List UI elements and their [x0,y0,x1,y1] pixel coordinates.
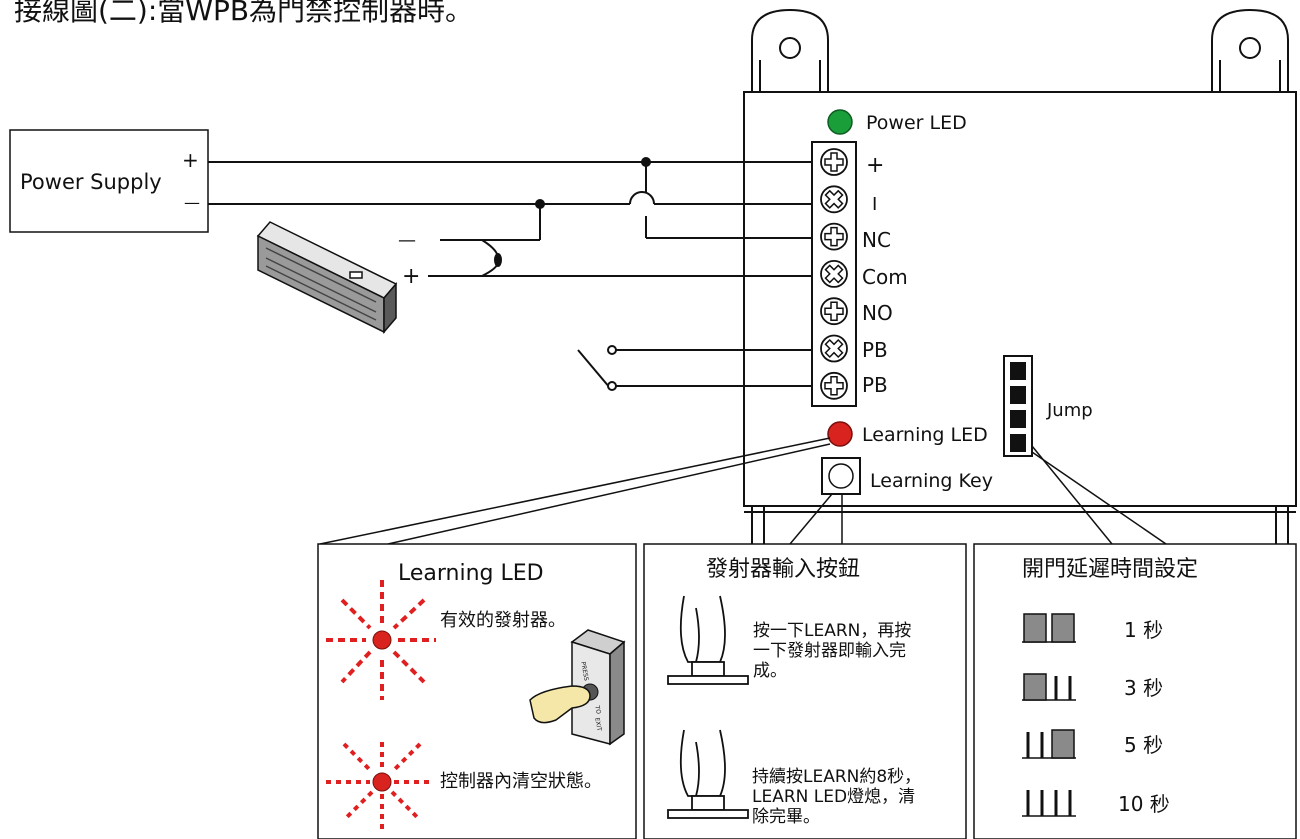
delay-option-1s: 1 秒 [1124,618,1163,642]
panel-door-delay-title: 開門延遲時間設定 [1022,557,1198,582]
learning-led-clear-icon [372,772,392,792]
jumper-setting-3s-icon [1022,673,1076,701]
jumper-setting-5s-icon [1022,729,1076,759]
callout-lines [319,437,1167,545]
exit-button-text-to: TO [593,704,602,715]
mounting-ear-right [1211,8,1289,92]
exit-button-illustration: PRESS TO EXIT [529,629,626,746]
terminal-screw [820,148,848,176]
terminal-label-plus: + [866,153,884,178]
learning-key-button[interactable] [828,463,854,489]
delay-option-10s: 10 秒 [1118,792,1170,816]
exit-button-text-exit: EXIT [593,717,602,732]
learning-led-label: Learning LED [862,424,988,446]
terminal-label-pb1: PB [862,338,888,362]
power-supply-minus: — [184,193,200,212]
terminal-screws [820,148,848,400]
delay-option-3s: 3 秒 [1124,676,1163,700]
jumper-setting-1s-icon [1022,613,1076,643]
terminal-screw [820,371,848,400]
step2-line2: LEARN LED燈熄，清 [752,787,915,807]
push-button-contacts [607,345,617,391]
mounting-ear-left [751,8,829,92]
step2-line3: 除完畢。 [752,807,820,827]
panel-transmitter-input-title: 發射器輸入按鈕 [706,557,860,582]
learning-key-label: Learning Key [870,470,993,492]
step1-line2: 一下發射器即輸入完 [753,641,906,661]
terminal-screw [820,185,848,214]
controller-bottom-rails [744,506,1296,545]
terminal-screw [820,259,848,288]
terminal-screw [820,297,848,326]
terminal-label-minus: I [872,194,877,215]
step1-line3: 成。 [753,661,787,681]
power-supply-box [9,129,209,233]
finger-press-icon-2 [667,729,749,819]
terminal-screw [820,222,848,251]
lock-wire-minus: — [398,230,416,251]
jump-label: Jump [1046,400,1093,421]
magnetic-lock-image [256,221,398,335]
terminal-label-com: Com [862,265,908,289]
step2-line1: 持續按LEARN約8秒， [752,767,921,787]
terminal-label-pb2: PB [862,373,888,397]
flash-icon-clear [326,742,434,832]
learning-led [827,421,853,447]
exit-button-text-press: PRESS [579,661,589,681]
lock-wire-plus: + [402,264,420,289]
wiring [208,161,812,389]
terminal-label-no: NO [862,301,893,325]
jumper-pins [1010,362,1026,452]
power-led-label: Power LED [866,112,967,134]
valid-transmitter-text: 有效的發射器。 [440,610,566,631]
diagram-title: 接線圖(二):當WPB為門禁控制器時。 [14,0,473,27]
delay-option-5s: 5 秒 [1124,733,1163,757]
terminal-label-nc: NC [862,228,891,252]
learning-led-valid-icon [372,630,392,650]
power-led [827,109,853,135]
finger-press-icon-1 [667,595,749,685]
terminal-screw [820,334,848,363]
controller-clear-text: 控制器內清空狀態。 [440,771,602,792]
wire-junctions [494,157,651,267]
panel-learning-led-title: Learning LED [398,561,544,586]
power-supply-label: Power Supply [20,170,162,194]
jumper-setting-10s-icon [1022,790,1076,817]
flash-icon-valid [326,580,436,700]
power-supply-plus: + [182,148,199,172]
step1-line1: 按一下LEARN，再按 [753,621,911,641]
